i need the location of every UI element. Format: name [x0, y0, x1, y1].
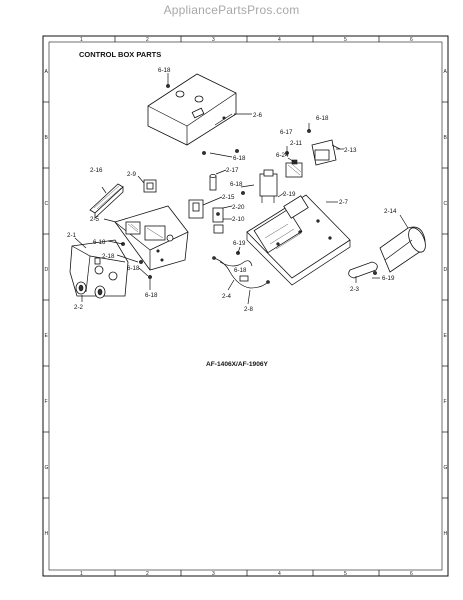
model-number: AF-1406X/AF-1906Y	[206, 361, 269, 368]
knob-part-2-2	[75, 281, 106, 299]
col-label: 6	[410, 571, 413, 577]
block-part-2-9	[143, 179, 157, 193]
col-label: 4	[278, 37, 281, 43]
callout-2-1: 2-1	[67, 232, 77, 239]
relay-part-2-11	[285, 159, 303, 178]
capacitor-part-2-14	[379, 226, 426, 273]
callout-6-18: 6-18	[230, 181, 243, 188]
callout-6-18: 6-18	[158, 67, 171, 74]
row-label: G	[45, 465, 49, 471]
callout-labels: 6-18 2-6 6-18 6-17 6-18 2-11 2-13 6-24 2…	[67, 67, 397, 313]
component-part-2-20	[212, 207, 224, 223]
row-label: C	[45, 201, 49, 207]
row-label: D	[444, 267, 448, 273]
callout-6-19: 6-19	[233, 240, 246, 247]
strap-part-2-3	[348, 261, 378, 279]
col-label: 1	[80, 571, 83, 577]
callout-2-8: 2-8	[244, 306, 254, 313]
col-label: 5	[344, 571, 347, 577]
row-label: B	[444, 135, 448, 141]
callout-6-18: 6-18	[145, 292, 158, 299]
callout-2-11: 2-11	[290, 140, 302, 147]
col-label: 2	[146, 571, 149, 577]
callout-2-4: 2-4	[222, 293, 232, 300]
control-board-part-2-5	[114, 205, 189, 271]
wire-harness-part-2-4	[212, 256, 270, 289]
callout-6-19: 6-19	[382, 275, 395, 282]
row-label: C	[444, 201, 448, 207]
col-label: 1	[80, 37, 83, 43]
callout-2-7: 2-7	[339, 199, 349, 206]
row-label: D	[45, 267, 49, 273]
callout-6-18: 6-18	[233, 155, 246, 162]
callout-6-17: 6-17	[280, 129, 293, 136]
callout-2-5: 2-5	[90, 216, 100, 223]
row-label: A	[444, 69, 448, 75]
row-label: A	[45, 69, 49, 75]
callout-6-18: 6-18	[127, 265, 140, 272]
row-label: H	[444, 531, 448, 537]
row-label: E	[444, 333, 448, 339]
callout-6-18: 6-18	[234, 267, 247, 274]
frame-inner	[48, 41, 443, 571]
heatsink-part-2-16	[89, 183, 124, 219]
col-label: 5	[344, 37, 347, 43]
col-label: 6	[410, 37, 413, 43]
callout-2-14: 2-14	[384, 208, 397, 215]
row-label: F	[444, 399, 447, 405]
col-label: 4	[278, 571, 281, 577]
col-label: 3	[212, 571, 215, 577]
front-panel-part-2-1	[69, 239, 129, 297]
callout-2-3: 2-3	[350, 286, 360, 293]
row-label: F	[45, 399, 48, 405]
watermark: AppliancePartsPros.com	[163, 3, 300, 17]
callout-2-9: 2-9	[127, 171, 137, 178]
row-label: E	[45, 333, 49, 339]
base-plate-part-2-7	[246, 194, 351, 286]
grid-rows: A B C D E F G H A B C D E F G H	[43, 69, 448, 537]
callout-6-18: 6-18	[93, 239, 106, 246]
callout-2-20: 2-20	[232, 204, 245, 211]
callout-2-17: 2-17	[226, 167, 239, 174]
callout-2-10: 2-10	[232, 216, 245, 223]
row-label: G	[444, 465, 448, 471]
callout-2-19: 2-19	[283, 191, 296, 198]
grid-columns: 1 2 3 4 5 6 1 2 3 4 5 6	[80, 36, 413, 577]
row-label: H	[45, 531, 49, 537]
cover-part-2-6	[147, 73, 237, 146]
leader-lines	[74, 73, 409, 305]
diagram-title: CONTROL BOX PARTS	[79, 50, 161, 59]
callout-2-15: 2-15	[222, 194, 235, 201]
row-label: B	[45, 135, 49, 141]
callout-2-18: 2-18	[102, 253, 115, 260]
component-part-2-15	[188, 199, 204, 219]
transformer-part-2-13	[311, 139, 341, 166]
callout-2-2: 2-2	[74, 304, 84, 311]
callout-6-18: 6-18	[316, 115, 329, 122]
callout-6-24: 6-24	[276, 152, 289, 159]
callout-2-13: 2-13	[344, 147, 357, 154]
component-part-2-10	[213, 224, 224, 234]
component-part-2-19	[259, 169, 278, 203]
col-label: 3	[212, 37, 215, 43]
callout-2-6: 2-6	[253, 112, 263, 119]
col-label: 2	[146, 37, 149, 43]
frame-outer	[42, 35, 449, 577]
spacer-part-2-17	[209, 174, 217, 191]
callout-2-16: 2-16	[90, 167, 103, 174]
